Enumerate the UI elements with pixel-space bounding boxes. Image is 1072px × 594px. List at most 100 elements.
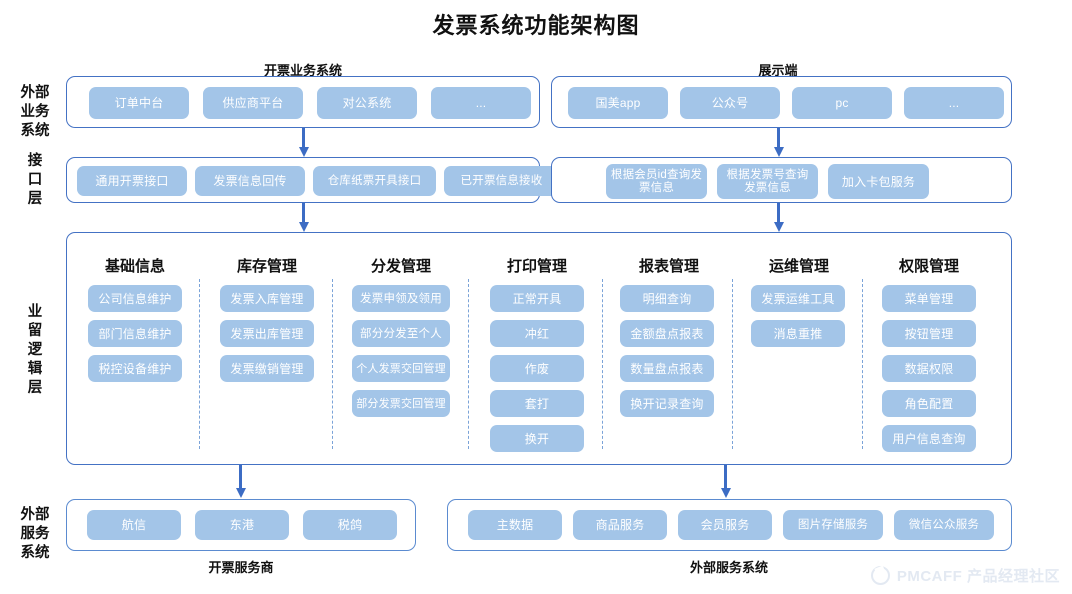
layer-label-line: 层 xyxy=(27,191,43,207)
arrow-business-to-bottom-left xyxy=(239,465,242,489)
chip-message-repush[interactable]: 消息重推 xyxy=(751,320,845,347)
column-separator xyxy=(332,279,333,449)
chip-issued-invoice-receive[interactable]: 已开票信息接收 xyxy=(444,166,559,196)
layer-label-line: 服务 xyxy=(20,526,50,542)
chip-invoice-inbound-management[interactable]: 发票入库管理 xyxy=(220,285,314,312)
chip-warehouse-paper-invoice-api[interactable]: 仓库纸票开具接口 xyxy=(313,166,436,196)
group-interface-query: 根据会员id查询发票信息 根据发票号查询发票信息 加入卡包服务 xyxy=(551,157,1012,203)
layer-label-line: 辑 xyxy=(27,361,43,377)
watermark-text: PMCAFF 产品经理社区 xyxy=(896,568,1060,585)
chip-detail-query[interactable]: 明细查询 xyxy=(620,285,714,312)
chip-official-account[interactable]: 公众号 xyxy=(680,87,780,119)
layer-label-external-service-systems: 外部 服务 系统 xyxy=(12,506,58,563)
layer-label-business-logic-layer: 业 留 逻 辑 层 xyxy=(12,303,58,398)
layer-label-line: 口 xyxy=(27,172,43,188)
chip-invoice-ops-tool[interactable]: 发票运维工具 xyxy=(751,285,845,312)
layer-label-line: 外部 xyxy=(20,507,50,523)
column-separator xyxy=(199,279,200,449)
column-title-basic-info: 基础信息 xyxy=(104,258,165,275)
chip-individual-invoice-return-management[interactable]: 个人发票交回管理 xyxy=(352,355,450,382)
column-title-print-management: 打印管理 xyxy=(506,258,567,275)
chip-quantity-inventory-report[interactable]: 数量盘点报表 xyxy=(620,355,714,382)
column-title-permission-management: 权限管理 xyxy=(898,258,959,275)
column-title-inventory-management: 库存管理 xyxy=(236,258,297,275)
group-invoicing-service-providers: 航信 东港 税鸽 xyxy=(66,499,416,551)
chip-image-storage-service[interactable]: 图片存储服务 xyxy=(783,510,883,540)
chip-more-placeholder[interactable]: ... xyxy=(904,87,1004,119)
chip-wechat-official-service[interactable]: 微信公众服务 xyxy=(894,510,994,540)
layer-label-line: 层 xyxy=(27,380,43,396)
chip-general-invoicing-api[interactable]: 通用开票接口 xyxy=(77,166,187,196)
chip-invoice-info-callback[interactable]: 发票信息回传 xyxy=(195,166,305,196)
arrow-business-to-bottom-right xyxy=(724,465,727,489)
chip-corporate-system[interactable]: 对公系统 xyxy=(317,87,417,119)
chip-data-permission[interactable]: 数据权限 xyxy=(882,355,976,382)
column-title-report-management: 报表管理 xyxy=(638,258,699,275)
chip-normal-issue[interactable]: 正常开具 xyxy=(490,285,584,312)
chip-menu-management[interactable]: 菜单管理 xyxy=(882,285,976,312)
arrow-interface-to-business-left xyxy=(302,203,305,223)
column-separator xyxy=(862,279,863,449)
group-external-service-systems: 主数据 商品服务 会员服务 图片存储服务 微信公众服务 xyxy=(447,499,1012,551)
layer-label-line: 接 xyxy=(27,153,43,169)
caption-external-service-systems: 外部服务系统 xyxy=(689,560,768,575)
pmcaff-logo-icon xyxy=(870,566,890,585)
chip-more-placeholder[interactable]: ... xyxy=(431,87,531,119)
chip-partial-invoice-return-management[interactable]: 部分发票交回管理 xyxy=(352,390,450,417)
chip-button-management[interactable]: 按钮管理 xyxy=(882,320,976,347)
chip-department-info-maintenance[interactable]: 部门信息维护 xyxy=(88,320,182,347)
group-interface-invoicing: 通用开票接口 发票信息回传 仓库纸票开具接口 已开票信息接收 xyxy=(66,157,559,203)
chip-supplier-platform[interactable]: 供应商平台 xyxy=(203,87,303,119)
layer-label-external-business-systems: 外部 业务 系统 xyxy=(12,84,58,141)
chip-order-center[interactable]: 订单中台 xyxy=(89,87,189,119)
caption-invoicing-service-providers: 开票服务商 xyxy=(208,560,274,575)
chip-member-service[interactable]: 会员服务 xyxy=(678,510,772,540)
chip-company-info-maintenance[interactable]: 公司信息维护 xyxy=(88,285,182,312)
chip-pc[interactable]: pc xyxy=(792,87,892,119)
chip-query-invoice-by-invoice-no[interactable]: 根据发票号查询发票信息 xyxy=(717,164,818,199)
layer-label-line: 留 xyxy=(27,323,43,339)
caption-display-terminal: 展示端 xyxy=(758,63,798,78)
layer-label-line: 外部 xyxy=(20,85,50,101)
group-display-terminal: 国美app 公众号 pc ... xyxy=(551,76,1012,128)
column-separator xyxy=(732,279,733,449)
chip-user-info-query[interactable]: 用户信息查询 xyxy=(882,425,976,452)
chip-gome-app[interactable]: 国美app xyxy=(568,87,668,119)
layer-label-interface-layer: 接 口 层 xyxy=(12,152,58,209)
chip-master-data[interactable]: 主数据 xyxy=(468,510,562,540)
page-title: 发票系统功能架构图 xyxy=(432,13,640,38)
chip-partial-distribute-to-individual[interactable]: 部分分发至个人 xyxy=(352,320,450,347)
chip-reissue-record-query[interactable]: 换开记录查询 xyxy=(620,390,714,417)
column-title-distribution-management: 分发管理 xyxy=(370,258,431,275)
group-business-logic-layer: 基础信息 公司信息维护 部门信息维护 税控设备维护 库存管理 发票入库管理 发票… xyxy=(66,232,1012,465)
arrow-top-to-interface-right xyxy=(777,128,780,148)
caption-invoicing-business-system: 开票业务系统 xyxy=(263,63,342,78)
layer-label-line: 系统 xyxy=(20,545,50,561)
chip-role-configuration[interactable]: 角色配置 xyxy=(882,390,976,417)
chip-tax-device-maintenance[interactable]: 税控设备维护 xyxy=(88,355,182,382)
chip-donggang[interactable]: 东港 xyxy=(195,510,289,540)
group-invoicing-business-system: 订单中台 供应商平台 对公系统 ... xyxy=(66,76,540,128)
chip-amount-inventory-report[interactable]: 金额盘点报表 xyxy=(620,320,714,347)
chip-reissue[interactable]: 换开 xyxy=(490,425,584,452)
chip-invoice-apply-and-receive[interactable]: 发票申领及领用 xyxy=(352,285,450,312)
watermark: PMCAFF 产品经理社区 xyxy=(870,565,1060,586)
chip-overlay-print[interactable]: 套打 xyxy=(490,390,584,417)
chip-add-to-card-package-service[interactable]: 加入卡包服务 xyxy=(828,164,929,199)
chip-hangxin[interactable]: 航信 xyxy=(87,510,181,540)
layer-label-line: 业务 xyxy=(20,104,50,120)
layer-label-line: 业 xyxy=(27,304,43,320)
column-title-operations-management: 运维管理 xyxy=(768,258,829,275)
chip-query-invoice-by-member-id[interactable]: 根据会员id查询发票信息 xyxy=(606,164,707,199)
arrow-interface-to-business-right xyxy=(777,203,780,223)
chip-product-service[interactable]: 商品服务 xyxy=(573,510,667,540)
layer-label-line: 逻 xyxy=(27,342,43,358)
chip-void[interactable]: 作废 xyxy=(490,355,584,382)
chip-shuige[interactable]: 税鸽 xyxy=(303,510,397,540)
arrow-top-to-interface-left xyxy=(302,128,305,148)
column-separator xyxy=(602,279,603,449)
chip-invoice-cancellation-management[interactable]: 发票缴销管理 xyxy=(220,355,314,382)
chip-red-offset[interactable]: 冲红 xyxy=(490,320,584,347)
chip-invoice-outbound-management[interactable]: 发票出库管理 xyxy=(220,320,314,347)
